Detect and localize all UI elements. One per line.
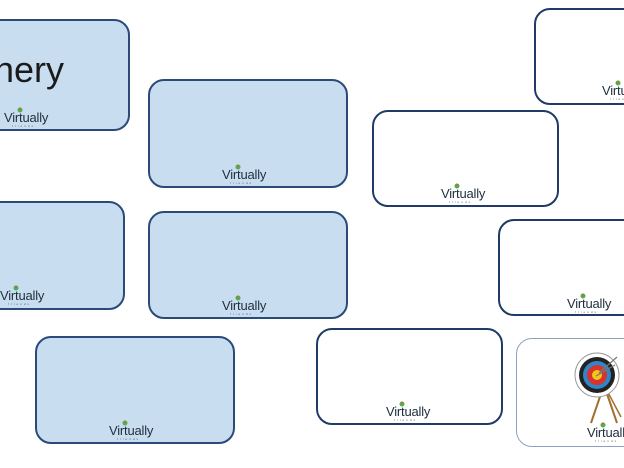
- card-blank-8[interactable]: Virtually friends: [35, 336, 235, 444]
- logo-wordmark: Virtually: [587, 425, 624, 440]
- card-title-text: rchery: [0, 49, 65, 90]
- logo: Virtually friends: [602, 80, 624, 101]
- card-blank-9[interactable]: Virtually friends: [316, 328, 503, 425]
- leaf-person-icon: [399, 401, 405, 407]
- leaf-person-icon: [13, 285, 19, 291]
- leaf-person-icon: [615, 80, 621, 86]
- logo: Virtually friends: [109, 420, 169, 441]
- logo: Virtually friends: [4, 107, 64, 128]
- leaf-person-icon: [17, 107, 23, 113]
- logo-tagline: friends: [610, 97, 624, 101]
- card-archery-target[interactable]: Virtually friends: [516, 338, 624, 447]
- logo: Virtually friends: [222, 295, 282, 316]
- logo-wordmark: Virtually: [4, 110, 49, 125]
- logo: Virtually friends: [587, 422, 624, 443]
- card-blank-6[interactable]: Virtually friends: [148, 211, 348, 319]
- card-title-archery[interactable]: rchery Virtually friends: [0, 19, 130, 131]
- logo: Virtually friends: [441, 183, 501, 204]
- card-blank-5[interactable]: Virtually friends: [0, 201, 125, 310]
- leaf-person-icon: [600, 422, 606, 428]
- archery-target-icon: [574, 352, 622, 424]
- logo-tagline: friends: [117, 437, 141, 441]
- logo-tagline: friends: [449, 200, 473, 204]
- card-blank-2[interactable]: Virtually friends: [148, 79, 348, 188]
- leaf-person-icon: [235, 164, 241, 170]
- leaf-person-icon: [122, 420, 128, 426]
- leaf-person-icon: [454, 183, 460, 189]
- leaf-person-icon: [580, 293, 586, 299]
- card-blank-3[interactable]: Virtually friends: [372, 110, 559, 207]
- logo-tagline: friends: [230, 312, 254, 316]
- card-blank-4[interactable]: Virtually friends: [534, 8, 624, 105]
- logo: Virtually friends: [222, 164, 282, 185]
- logo-wordmark: Virtually: [109, 423, 154, 438]
- logo-wordmark: Virtually: [441, 186, 486, 201]
- leaf-person-icon: [235, 295, 241, 301]
- logo: Virtually friends: [567, 293, 624, 314]
- logo-wordmark: Virtually: [222, 298, 267, 313]
- card-blank-7[interactable]: Virtually friends: [498, 219, 624, 316]
- logo-tagline: friends: [394, 418, 418, 422]
- logo-tagline: friends: [8, 302, 32, 306]
- logo: Virtually friends: [386, 401, 446, 422]
- logo-wordmark: Virtually: [0, 288, 45, 303]
- logo: Virtually friends: [0, 285, 60, 306]
- logo-wordmark: Virtually: [567, 296, 612, 311]
- logo-tagline: friends: [230, 181, 254, 185]
- logo-wordmark: Virtually: [386, 404, 431, 419]
- logo-tagline: friends: [12, 124, 36, 128]
- logo-wordmark: Virtually: [602, 83, 624, 98]
- logo-wordmark: Virtually: [222, 167, 267, 182]
- logo-tagline: friends: [575, 310, 599, 314]
- logo-tagline: friends: [595, 439, 619, 443]
